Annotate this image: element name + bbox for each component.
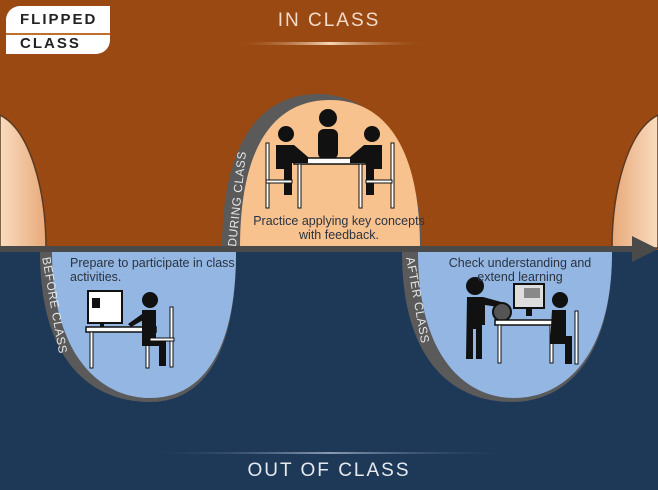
teacher-and-student-icon — [466, 277, 579, 365]
after-class-description: Check understanding and extend learning — [448, 256, 592, 284]
timeline-arrowhead — [632, 236, 658, 262]
top-divider — [230, 42, 430, 45]
logo-line-2: CLASS — [20, 35, 81, 52]
logo-separator — [6, 33, 110, 35]
group-meeting-icon — [265, 109, 395, 209]
flipped-class-logo: FLIPPED CLASS — [6, 6, 110, 54]
timeline-line — [0, 246, 636, 252]
during-class-description: Practice applying key concepts with feed… — [253, 214, 425, 242]
student-at-computer-icon — [85, 290, 175, 369]
logo-line-1: FLIPPED — [20, 11, 98, 28]
bottom-divider — [140, 452, 520, 454]
out-of-class-heading: OUT OF CLASS — [247, 460, 411, 481]
in-class-heading: IN CLASS — [277, 10, 381, 31]
before-class-description: Prepare to participate in class activiti… — [70, 256, 235, 284]
